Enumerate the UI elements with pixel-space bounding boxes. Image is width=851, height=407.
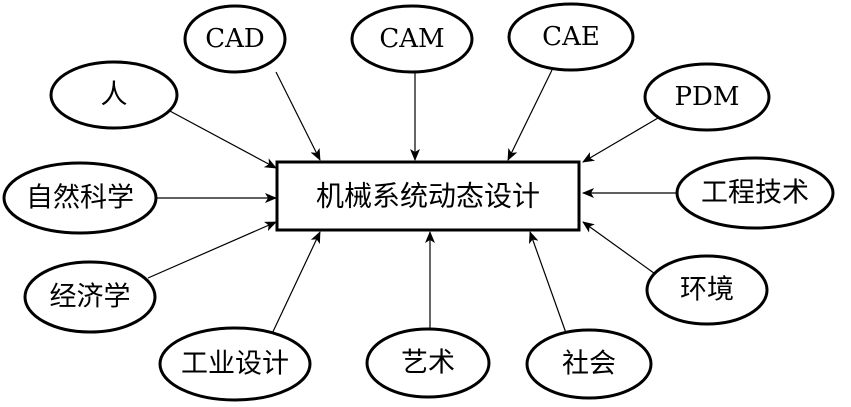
node-ren: 人	[49, 60, 179, 130]
node-yishu: 艺术	[365, 327, 491, 399]
arrow-cae	[507, 69, 553, 161]
node-ziran: 自然科学	[2, 161, 158, 235]
arrow-gongye	[269, 231, 321, 339]
node-cae-label: CAE	[542, 22, 600, 52]
node-cad-label: CAD	[205, 24, 265, 54]
arrow-huanjing	[582, 221, 659, 277]
arrow-jingji	[147, 221, 277, 279]
node-cae: CAE	[507, 2, 635, 72]
node-pdm-label: PDM	[675, 82, 740, 112]
node-yishu-label: 艺术	[401, 348, 455, 379]
node-huanjing: 环境	[645, 254, 769, 326]
node-ren-label: 人	[101, 80, 128, 111]
node-shehui: 社会	[525, 328, 653, 400]
node-cam: CAM	[350, 4, 474, 74]
node-huanjing-label: 环境	[680, 275, 734, 306]
center-label: 机械系统动态设计	[316, 180, 540, 213]
node-jingji: 经济学	[23, 260, 157, 334]
center-box: 机械系统动态设计	[275, 160, 581, 232]
node-cam-label: CAM	[379, 24, 444, 54]
node-jingji-label: 经济学	[50, 282, 131, 313]
arrow-cad	[275, 71, 321, 161]
node-gongye-label: 工业设计	[181, 349, 289, 380]
arrow-pdm	[582, 117, 659, 163]
node-pdm: PDM	[643, 62, 771, 132]
node-cad: CAD	[183, 4, 287, 74]
arrow-ren	[167, 109, 277, 169]
arrow-shehui	[528, 231, 567, 334]
node-gongcheng: 工程技术	[675, 156, 835, 230]
node-gongcheng-label: 工程技术	[701, 178, 809, 209]
connectors	[147, 69, 676, 339]
node-shehui-label: 社会	[562, 349, 616, 380]
node-ziran-label: 自然科学	[26, 183, 134, 214]
node-gongye: 工业设计	[158, 326, 312, 402]
